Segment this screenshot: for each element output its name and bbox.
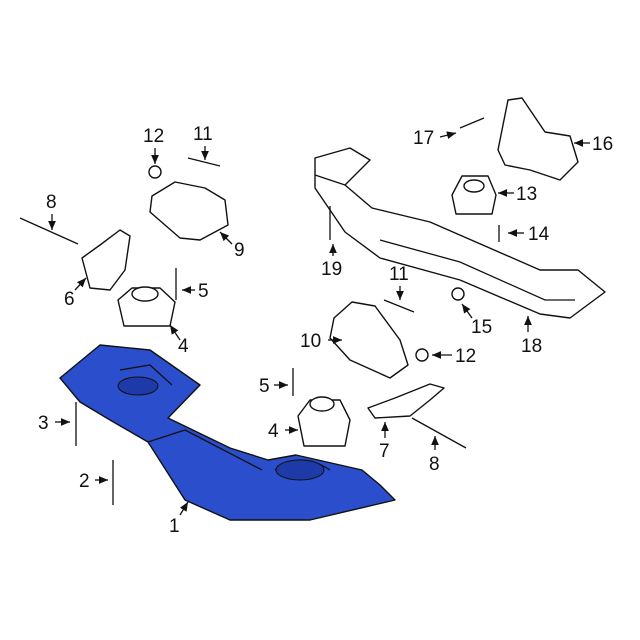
callout-10: 10 <box>300 331 321 352</box>
callout-5: 5 <box>259 376 270 397</box>
callout-4: 4 <box>178 336 189 357</box>
bolts <box>19 117 500 505</box>
callout-labels: 12 11 8 9 6 5 4 17 16 13 14 19 11 15 18 … <box>38 124 613 537</box>
callout-11: 11 <box>389 264 409 285</box>
crossmember-18 <box>314 147 606 319</box>
engine-mount-4-left <box>117 286 176 327</box>
engine-mount-4-right <box>297 396 351 447</box>
bracket-10 <box>329 301 409 379</box>
bracket-6 <box>81 229 131 291</box>
leader-lines <box>48 131 590 516</box>
callout-9: 9 <box>234 240 245 261</box>
callout-18: 18 <box>521 336 542 357</box>
callout-6: 6 <box>64 289 75 310</box>
mount-13 <box>451 175 497 215</box>
callout-12: 12 <box>455 346 476 367</box>
callout-7: 7 <box>379 441 390 462</box>
callout-2: 2 <box>79 471 90 492</box>
callout-15: 15 <box>471 317 492 338</box>
callout-13: 13 <box>516 184 537 205</box>
bracket-7 <box>367 383 445 419</box>
callout-17: 17 <box>413 128 434 149</box>
callout-5: 5 <box>198 281 209 302</box>
callout-16: 16 <box>592 134 613 155</box>
callout-8: 8 <box>429 454 440 475</box>
bracket-9 <box>149 181 229 241</box>
callout-19: 19 <box>321 259 342 280</box>
callout-3: 3 <box>38 413 49 434</box>
callout-1: 1 <box>169 516 180 537</box>
callout-4: 4 <box>268 421 279 442</box>
callout-12: 12 <box>143 126 164 147</box>
callout-8: 8 <box>46 192 57 213</box>
bracket-16 <box>497 97 579 181</box>
callout-11: 11 <box>193 124 213 145</box>
crossmember-highlighted <box>59 344 396 521</box>
callout-14: 14 <box>528 224 550 245</box>
